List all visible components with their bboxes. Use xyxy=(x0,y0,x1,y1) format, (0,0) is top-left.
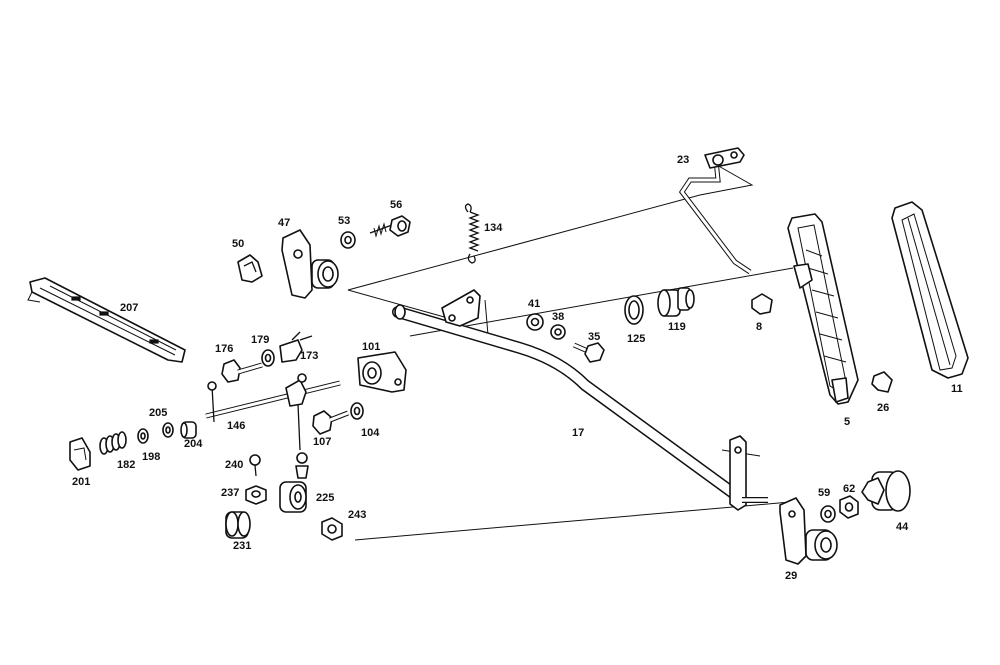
label-243: 243 xyxy=(348,509,366,521)
part-17-shaft xyxy=(392,289,768,511)
part-104-washer xyxy=(350,402,364,420)
label-29: 29 xyxy=(785,570,797,582)
part-labels: 23 47 53 56 134 50 207 41 38 35 125 119 … xyxy=(72,154,963,582)
part-240-ball-pin xyxy=(249,454,261,477)
label-182: 182 xyxy=(117,459,135,471)
label-173: 173 xyxy=(300,350,318,362)
label-107: 107 xyxy=(313,436,331,448)
part-134-spring xyxy=(464,203,480,264)
part-59-washer xyxy=(820,505,836,523)
label-41: 41 xyxy=(528,298,540,310)
label-11: 11 xyxy=(951,383,963,395)
label-50: 50 xyxy=(232,238,244,250)
part-179-washer xyxy=(261,349,275,367)
label-198: 198 xyxy=(142,451,160,463)
label-176: 176 xyxy=(215,343,233,355)
part-29-bracket xyxy=(779,497,838,565)
label-201: 201 xyxy=(72,476,90,488)
label-240: 240 xyxy=(225,459,243,471)
part-173-clip xyxy=(279,331,313,363)
part-243-nut xyxy=(321,517,343,541)
label-23: 23 xyxy=(677,154,689,166)
label-207: 207 xyxy=(120,302,138,314)
part-107-bolt xyxy=(312,410,349,435)
part-225-linkage xyxy=(279,452,309,513)
label-205: 205 xyxy=(149,407,167,419)
label-35: 35 xyxy=(588,331,600,343)
part-35-bolt xyxy=(572,342,605,363)
part-38-washer xyxy=(550,324,566,340)
label-8: 8 xyxy=(756,321,762,333)
part-53-washer xyxy=(340,231,356,249)
part-146-rod xyxy=(205,373,341,451)
label-104: 104 xyxy=(361,427,380,439)
part-204-sleeve xyxy=(180,421,197,439)
part-205-ring xyxy=(162,422,174,438)
part-47-bracket xyxy=(281,229,339,299)
part-182-spring xyxy=(99,431,127,455)
label-38: 38 xyxy=(552,311,564,323)
label-204: 204 xyxy=(184,438,203,450)
part-119-bushing xyxy=(657,287,695,317)
label-237: 237 xyxy=(221,487,239,499)
label-231: 231 xyxy=(233,540,251,552)
label-56: 56 xyxy=(390,199,402,211)
part-231-bushing xyxy=(225,511,251,539)
label-17: 17 xyxy=(572,427,584,439)
part-237-nut xyxy=(245,485,267,505)
label-119: 119 xyxy=(668,321,686,333)
label-62: 62 xyxy=(843,483,855,495)
part-62-nut xyxy=(839,495,859,519)
part-26-clip xyxy=(871,371,893,393)
part-198-nut xyxy=(137,428,149,444)
label-44: 44 xyxy=(896,521,909,533)
label-5: 5 xyxy=(844,416,850,428)
part-11-pedal-pad xyxy=(891,201,969,379)
label-53: 53 xyxy=(338,215,350,227)
label-47: 47 xyxy=(278,217,290,229)
leader-lines xyxy=(347,159,794,541)
label-59: 59 xyxy=(818,487,830,499)
label-101: 101 xyxy=(362,341,380,353)
label-26: 26 xyxy=(877,402,889,414)
label-125: 125 xyxy=(627,333,645,345)
label-134: 134 xyxy=(484,222,503,234)
part-101-bracket xyxy=(357,351,407,393)
label-146: 146 xyxy=(227,420,245,432)
part-5-pedal xyxy=(787,213,859,405)
label-225: 225 xyxy=(316,492,334,504)
part-176-bolt xyxy=(221,359,263,383)
part-50-clip xyxy=(237,254,263,283)
part-201-clip xyxy=(69,437,91,471)
label-179: 179 xyxy=(251,334,269,346)
part-125-ring xyxy=(624,295,644,325)
part-23-lever xyxy=(678,147,752,275)
part-8-clip xyxy=(751,293,773,315)
part-41-washer xyxy=(526,313,544,331)
part-44-bumper xyxy=(861,470,911,512)
part-56-screw xyxy=(369,215,411,238)
part-207-rail xyxy=(27,277,186,363)
